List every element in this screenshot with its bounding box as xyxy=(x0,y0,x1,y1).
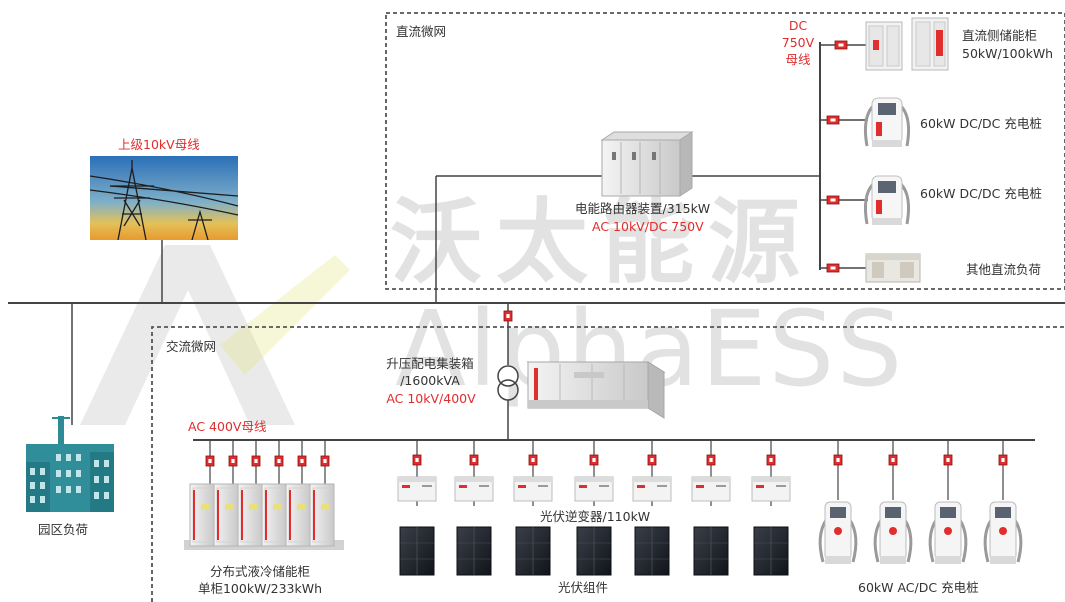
step-up-container xyxy=(526,361,666,419)
dc-bus-label-line3: 母线 xyxy=(785,52,811,67)
dc-charger-1-label: 60kW DC/DC 充电桩 xyxy=(920,116,1042,131)
pv-module-label: 光伏组件 xyxy=(558,580,609,595)
dc-microgrid-title: 直流微网 xyxy=(396,24,447,39)
dc-charger-2-label: 60kW DC/DC 充电桩 xyxy=(920,186,1042,201)
transformer-label-line1: 升压配电集装箱 xyxy=(386,356,474,371)
upper-10kv-bus-label: 上级10kV母线 xyxy=(118,137,200,152)
pv-modules xyxy=(399,526,789,576)
energy-router-label: 电能路由器装置/315kW xyxy=(575,201,711,216)
transformer-spec: AC 10kV/400V xyxy=(386,391,476,406)
ac-400v-bus-label: AC 400V母线 xyxy=(188,419,267,434)
storage-cabinet-spec: 单柜100kW/233kWh xyxy=(197,581,323,596)
energy-router-cabinet xyxy=(600,131,694,197)
dc-storage-cabinet-picture xyxy=(865,17,949,71)
dc-charger-1-icon xyxy=(863,96,911,149)
pv-inverters xyxy=(397,476,791,502)
ac-microgrid-title: 交流微网 xyxy=(166,339,217,354)
dc-storage-cabinet-label: 直流侧储能柜 xyxy=(962,28,1038,43)
park-load-label: 园区负荷 xyxy=(38,522,89,537)
dc-bus-label-line1: DC xyxy=(788,18,808,33)
dc-bus-label-line2: 750V xyxy=(781,35,815,50)
park-buildings-icon xyxy=(26,416,114,512)
ac-charger-label: 60kW AC/DC 充电桩 xyxy=(858,580,979,595)
transformer-label-line2: /1600kVA xyxy=(400,373,460,388)
liquid-cooled-storage-cabinets xyxy=(184,483,344,550)
energy-router-spec: AC 10kV/DC 750V xyxy=(592,219,704,234)
dc-charger-2-icon xyxy=(863,174,911,227)
power-grid-tower-picture xyxy=(89,156,239,241)
transformer-symbol xyxy=(497,365,519,401)
ac-dc-chargers xyxy=(818,500,1023,566)
other-dc-load-label: 其他直流负荷 xyxy=(966,262,1042,277)
other-dc-load-container xyxy=(865,253,921,283)
dc-microgrid-frame xyxy=(385,12,1065,290)
pv-inverter-label: 光伏逆变器/110kW xyxy=(540,509,651,524)
dc-storage-cabinet-spec: 50kW/100kWh xyxy=(962,46,1054,61)
ac-microgrid-frame xyxy=(151,326,1065,602)
storage-cabinet-label: 分布式液冷储能柜 xyxy=(209,564,310,579)
